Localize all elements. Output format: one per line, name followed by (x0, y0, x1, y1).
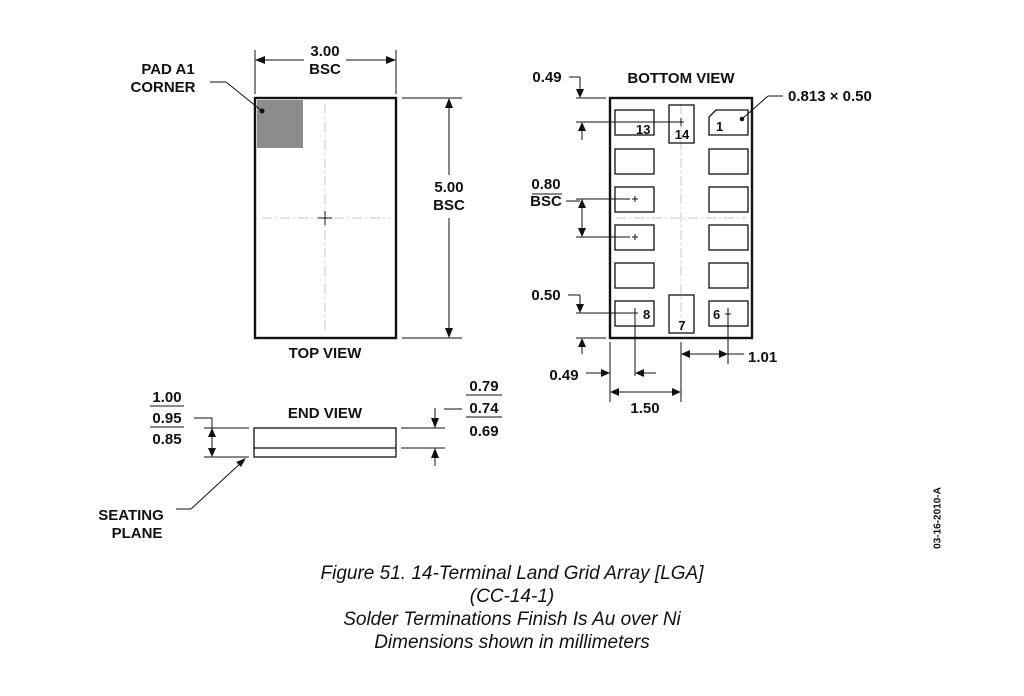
end-view-height-min: 0.85 (152, 431, 181, 448)
end-view: END VIEW 1.00 0.95 0.85 0.79 0.74 0.69 S… (98, 378, 502, 542)
pad-4 (708, 224, 749, 251)
end-view-sub-nom: 0.74 (469, 400, 499, 417)
pad-1 (708, 109, 749, 136)
top-view-length-value: 5.00 (434, 179, 463, 196)
seating-plane-line2: PLANE (112, 525, 163, 542)
end-view-sub-min: 0.69 (469, 423, 498, 440)
bottom-dim-bottom: 0.49 (549, 367, 578, 384)
pitch-bsc: BSC (530, 193, 562, 210)
end-view-body (253, 427, 397, 458)
top-view: 3.00 BSC 5.00 BSC PAD A1 CORNER TOP VIEW (130, 43, 465, 362)
pad-height-dim: 0.50 (531, 287, 560, 304)
caption-line-4: Dimensions shown in millimeters (374, 632, 650, 653)
pitch-value: 0.80 (531, 176, 560, 193)
pad-2 (708, 148, 749, 175)
bottom-dim-top: 0.49 (532, 69, 561, 86)
end-view-label: END VIEW (288, 405, 363, 422)
top-view-width-value: 3.00 (310, 43, 339, 60)
row-span-dim: 1.50 (630, 400, 659, 417)
pad-9 (614, 262, 655, 289)
caption-line-3: Solder Terminations Finish Is Au over Ni (343, 609, 681, 630)
package-outline-drawing: 3.00 BSC 5.00 BSC PAD A1 CORNER TOP VIEW… (98, 43, 872, 542)
pad-3 (708, 186, 749, 213)
end-view-sub-max: 0.79 (469, 378, 498, 395)
figure-caption: Figure 51. 14-Terminal Land Grid Array [… (0, 562, 1024, 654)
end-view-height-max: 1.00 (152, 389, 181, 406)
pad-size-label: 0.813 × 0.50 (788, 88, 872, 105)
pad-7 (668, 294, 695, 334)
bottom-view: BOTTOM VIEW 1 6 7 8 13 14 0. (530, 69, 872, 417)
pad-a1-label-line2: CORNER (130, 79, 195, 96)
pad-a1-label-line1: PAD A1 (141, 61, 194, 78)
bottom-view-body (608, 96, 754, 340)
pin-label-6: 6 (713, 307, 720, 322)
pad-14 (668, 104, 695, 144)
end-view-height-nom: 0.95 (152, 410, 181, 427)
caption-line-2: (CC-14-1) (469, 586, 555, 607)
top-view-label: TOP VIEW (289, 345, 363, 362)
document-code-text: 03-16-2010-A (932, 487, 944, 549)
top-view-body (253, 96, 398, 340)
bottom-view-label: BOTTOM VIEW (627, 70, 735, 87)
right-dim: 1.01 (748, 349, 777, 366)
pin-label-8: 8 (643, 307, 650, 322)
pad-a1-marker (257, 100, 303, 148)
pin-label-1: 1 (716, 119, 723, 134)
top-view-length-bsc: BSC (433, 197, 465, 214)
pad-5 (708, 262, 749, 289)
pin-label-7: 7 (678, 318, 685, 333)
pin-label-13: 13 (636, 122, 650, 137)
pin-label-14: 14 (675, 127, 690, 142)
top-view-width-bsc: BSC (309, 61, 341, 78)
seating-plane-line1: SEATING (98, 507, 164, 524)
caption-line-1: Figure 51. 14-Terminal Land Grid Array [… (320, 563, 704, 584)
pad-12 (614, 148, 655, 175)
